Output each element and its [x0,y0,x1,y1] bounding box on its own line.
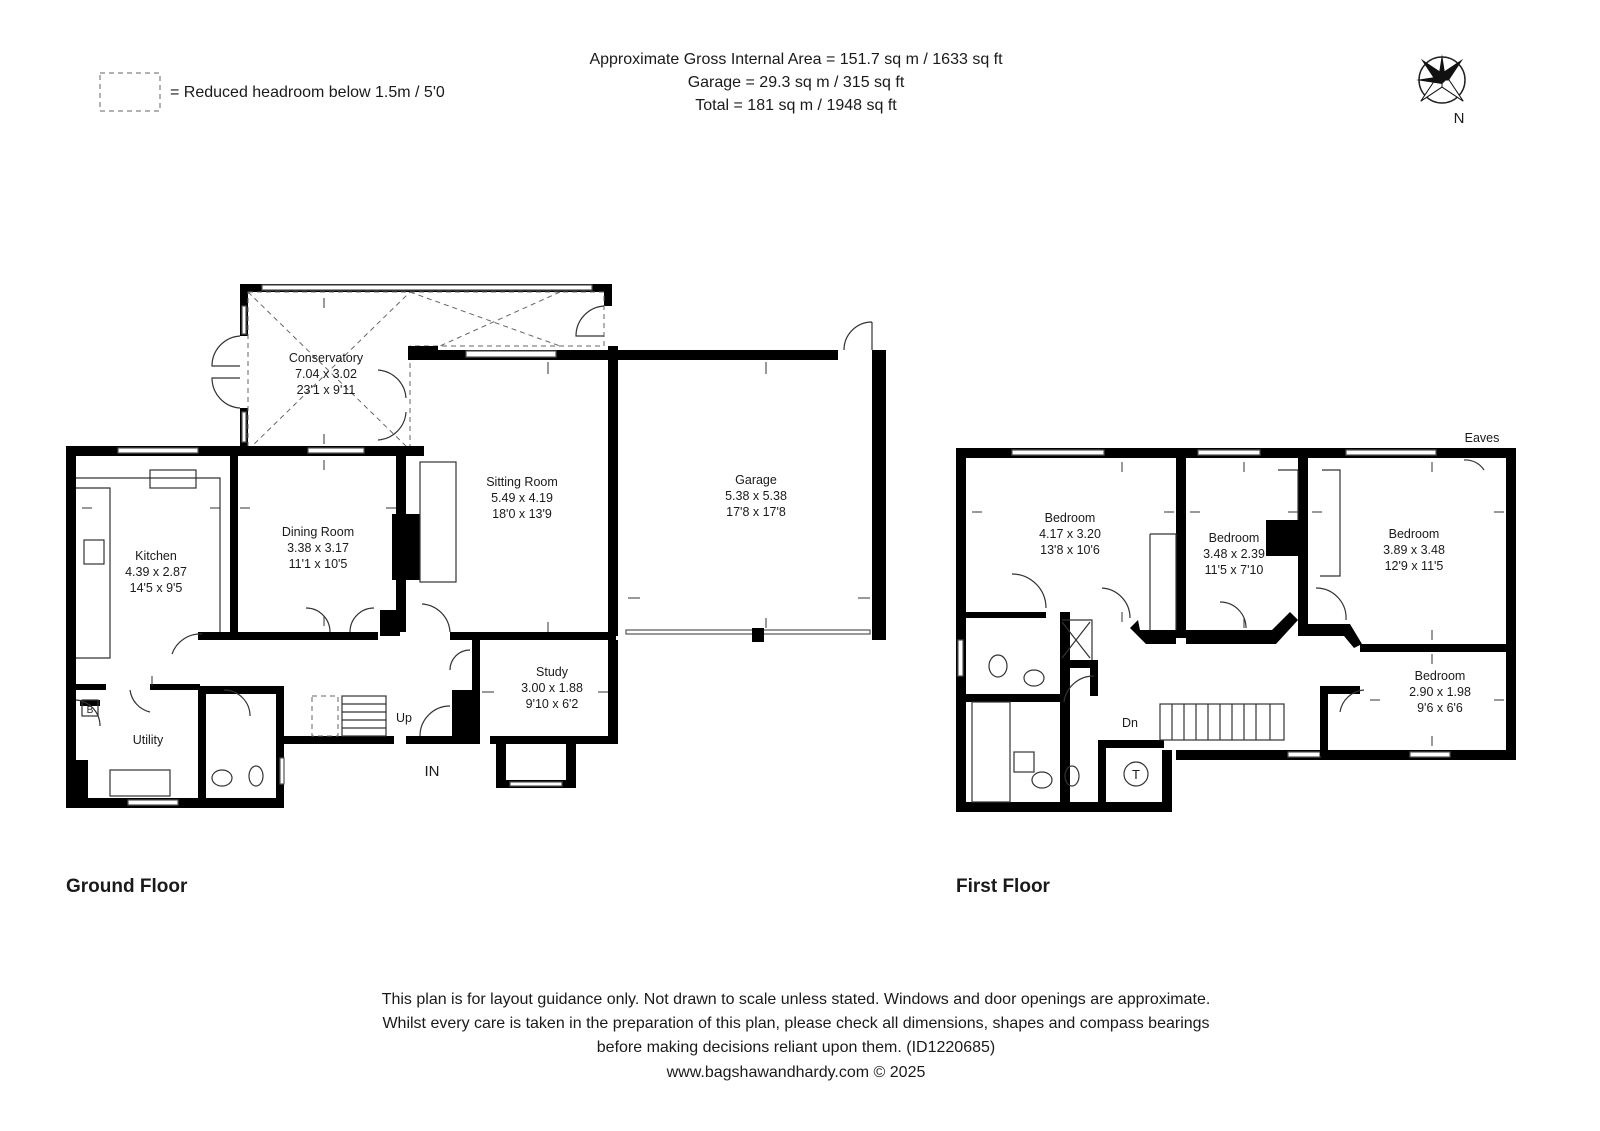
website-copyright: www.bagshawandhardy.com © 2025 [666,1064,926,1081]
room-garage: Garage 5.38 x 5.38 17'8 x 17'8 [725,473,787,519]
room-bedroom-3: Bedroom 3.89 x 3.48 12'9 x 11'5 [1383,527,1445,573]
svg-text:Utility: Utility [133,733,164,747]
eaves-marker: Eaves [1465,431,1500,445]
stairs-up-marker: Up [396,711,412,725]
svg-text:Bedroom: Bedroom [1415,669,1466,683]
compass-icon [1416,54,1466,104]
ground-floor-plan: B Up IN Conservatory [66,284,886,808]
svg-text:18'0 x 13'9: 18'0 x 13'9 [492,507,552,521]
stairs-down-marker: Dn [1122,716,1138,730]
room-conservatory: Conservatory 7.04 x 3.02 23'1 x 9'11 [289,351,364,397]
svg-text:3.48 x 2.39: 3.48 x 2.39 [1203,547,1265,561]
compass-north-label: N [1454,110,1465,127]
svg-text:23'1 x 9'11: 23'1 x 9'11 [297,383,356,397]
svg-text:3.38 x 3.17: 3.38 x 3.17 [287,541,349,555]
room-study: Study 3.00 x 1.88 9'10 x 6'2 [521,665,583,711]
svg-text:Bedroom: Bedroom [1389,527,1440,541]
svg-text:3.00 x 1.88: 3.00 x 1.88 [521,681,583,695]
svg-text:5.38 x 5.38: 5.38 x 5.38 [725,489,787,503]
total-area-text: Total = 181 sq m / 1948 sq ft [695,97,897,114]
svg-text:Sitting Room: Sitting Room [486,475,558,489]
svg-text:4.17 x 3.20: 4.17 x 3.20 [1039,527,1101,541]
svg-text:Dining Room: Dining Room [282,525,354,539]
headroom-legend: = Reduced headroom below 1.5m / 5'0 [99,72,445,112]
svg-text:Garage: Garage [735,473,777,487]
svg-text:7.04 x 3.02: 7.04 x 3.02 [295,367,357,381]
room-utility: Utility [133,733,164,747]
legend-text: = Reduced headroom below 1.5m / 5'0 [170,84,445,101]
garage-area-text: Garage = 29.3 sq m / 315 sq ft [688,74,905,91]
ground-dimension-arrows [82,298,870,693]
svg-text:13'8 x 10'6: 13'8 x 10'6 [1040,543,1100,557]
first-stairs [1159,703,1285,741]
room-bedroom-4: Bedroom 2.90 x 1.98 9'6 x 6'6 [1409,669,1471,715]
reduced-headroom-swatch [99,72,161,112]
boiler-marker: B [87,705,94,716]
room-kitchen: Kitchen 4.39 x 2.87 14'5 x 9'5 [125,549,187,595]
svg-text:11'5 x 7'10: 11'5 x 7'10 [1205,563,1264,577]
svg-text:14'5 x 9'5: 14'5 x 9'5 [130,581,183,595]
svg-text:9'10 x 6'2: 9'10 x 6'2 [526,697,579,711]
room-sitting-room: Sitting Room 5.49 x 4.19 18'0 x 13'9 [486,475,558,521]
first-dimension-arrows [972,462,1504,746]
tank-marker: T [1132,767,1140,782]
room-dining-room: Dining Room 3.38 x 3.17 11'1 x 10'5 [282,525,354,571]
svg-text:9'6 x 6'6: 9'6 x 6'6 [1417,701,1463,715]
svg-text:4.39 x 2.87: 4.39 x 2.87 [125,565,187,579]
first-floor-plan: T Dn Eaves Bedroom 4.17 x 3.20 13'8 x 10… [956,431,1516,812]
svg-text:Conservatory: Conservatory [289,351,364,365]
gross-area-text: Approximate Gross Internal Area = 151.7 … [589,51,1003,68]
disclaimer-line-1: This plan is for layout guidance only. N… [382,991,1211,1008]
svg-text:Study: Study [536,665,569,679]
area-summary: Approximate Gross Internal Area = 151.7 … [589,51,1003,114]
svg-text:Bedroom: Bedroom [1045,511,1096,525]
disclaimer-line-2: Whilst every care is taken in the prepar… [382,1015,1209,1032]
disclaimer-line-3: before making decisions reliant upon the… [597,1039,995,1056]
entrance-marker: IN [425,763,440,780]
svg-text:2.90 x 1.98: 2.90 x 1.98 [1409,685,1471,699]
ground-stairs [311,695,387,737]
room-bedroom-1: Bedroom 4.17 x 3.20 13'8 x 10'6 [1039,511,1101,557]
disclaimer: This plan is for layout guidance only. N… [382,991,1211,1081]
svg-text:3.89 x 3.48: 3.89 x 3.48 [1383,543,1445,557]
svg-text:5.49 x 4.19: 5.49 x 4.19 [491,491,553,505]
room-bedroom-2: Bedroom 3.48 x 2.39 11'5 x 7'10 [1203,531,1265,577]
svg-text:11'1 x 10'5: 11'1 x 10'5 [289,557,348,571]
first-floor-title: First Floor [956,876,1051,897]
svg-text:Kitchen: Kitchen [135,549,177,563]
svg-text:Bedroom: Bedroom [1209,531,1260,545]
svg-text:17'8 x 17'8: 17'8 x 17'8 [726,505,786,519]
ground-floor-title: Ground Floor [66,876,188,897]
svg-text:12'9 x 11'5: 12'9 x 11'5 [1385,559,1444,573]
